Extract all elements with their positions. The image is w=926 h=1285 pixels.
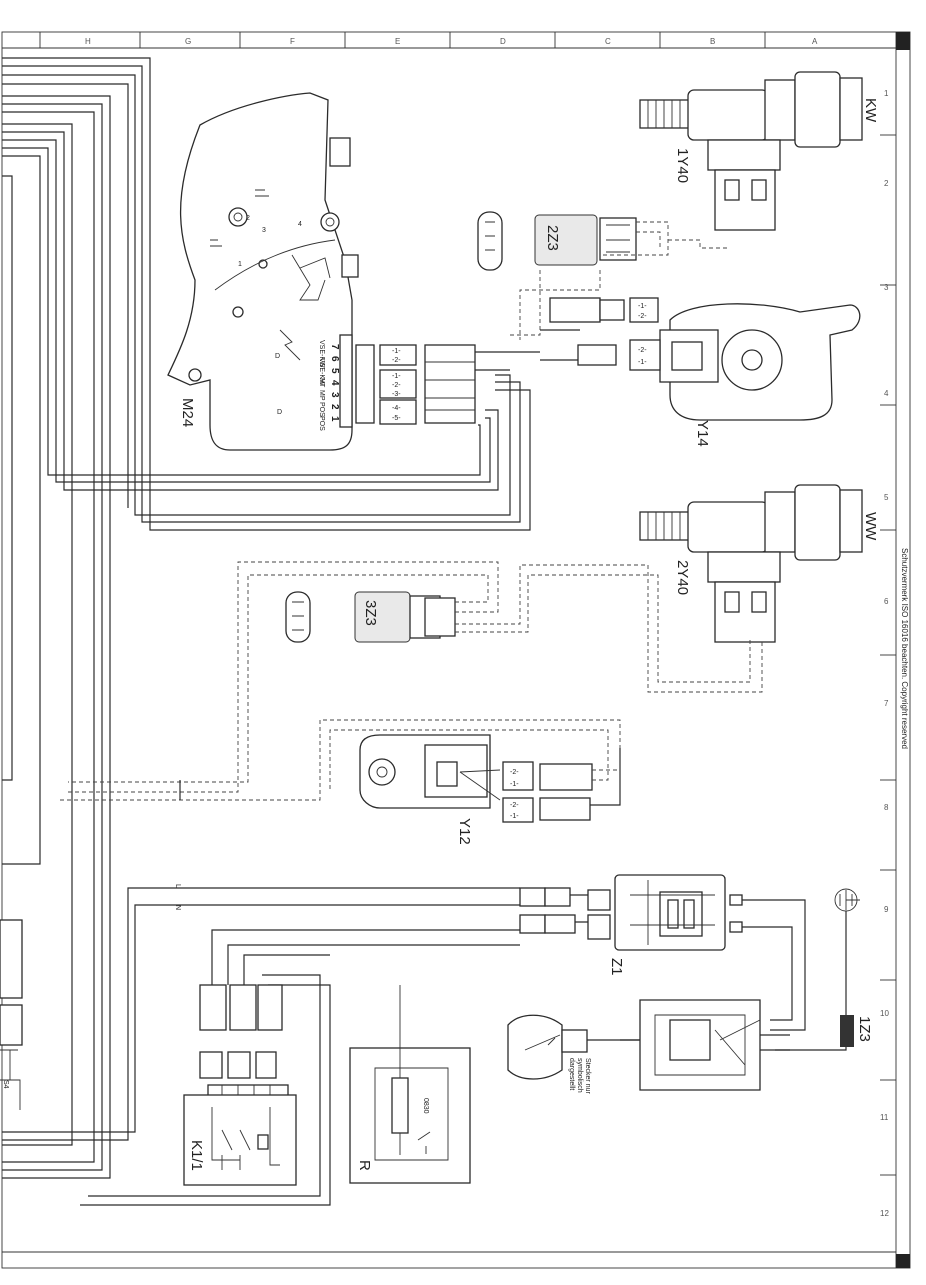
grid-number: 12 [880,1209,889,1218]
y14-label: Y14 [694,420,711,447]
connector-label: -1- [510,813,519,820]
connector-label: -1- [638,303,647,310]
grid-letter: H [85,37,91,46]
pin-label: POS [318,416,325,431]
ww-label: WW [862,512,879,541]
svg-text:D: D [275,353,280,360]
z1-label: Z1 [608,958,625,976]
y12-solenoid: -2- -1- -2- -1- Y12 [60,719,621,845]
grid-number: 5 [884,493,889,502]
z1-mains-filter: Z1 [519,874,806,1031]
pin-label: VSE-KW [318,358,325,386]
pin-label: POS [318,402,325,417]
grid-number: 4 [884,389,889,398]
pin-number: 6 [329,356,340,362]
pin-label: VSE-KW [318,340,325,368]
pin-number: 1 [329,416,340,422]
connector-label: -2- [510,802,519,809]
svg-text:2: 2 [246,215,250,222]
grid-letter: D [500,37,506,46]
plug-note: dargestellt [568,1058,575,1090]
connector-label: -2- [638,347,647,354]
grid-letter: F [290,37,295,46]
pin-number: 5 [329,368,340,374]
svg-text:4: 4 [298,221,302,228]
svg-text:1: 1 [238,261,242,268]
grid-letter: G [185,37,191,46]
pin-number: 3 [329,392,340,398]
2y40-label: 2Y40 [674,560,691,595]
grid-number: 9 [884,905,889,914]
connector-label: -2- [638,313,647,320]
pin-label: MP [318,390,325,401]
grid-number: 3 [884,283,889,292]
connector-label: -1- [392,373,401,380]
plug-note: Stecker nur [584,1058,591,1094]
m24-pin-labels: POS POS MP HT VSE-KW VSE-KW 1 2 3 4 5 6 … [318,340,340,431]
s4-switch: S4 [0,919,23,1110]
wire-label-l: L [174,884,181,888]
connector-label: -5- [392,415,401,422]
2z3-suppressor: 2Z3 [477,211,730,340]
grid-number: 10 [880,1009,889,1018]
plug-note: symbolisch [576,1058,583,1093]
wire-l-n-labels: L N [174,884,181,910]
mains-plug: Stecker nur symbolisch dargestellt [507,1014,640,1094]
connector-label: -1- [510,781,519,788]
grid-number: 7 [884,699,889,708]
connector-label: -3- [392,391,401,398]
connector-label: -2- [392,357,401,364]
pin-number: 2 [329,404,340,410]
y12-label: Y12 [456,818,473,845]
kw-cold-water-valve: KW 1Y40 [639,71,879,231]
m24-motor-actuator: 3 2 1 4 D D M24 [167,92,359,451]
3z3-label: 3Z3 [362,600,379,626]
connector-label: -4- [392,405,401,412]
m24-label: M24 [179,398,196,427]
ww-warm-water-valve: WW 2Y40 [639,484,879,643]
r-heater: 0830 R [349,985,471,1184]
svg-text:3: 3 [262,227,266,234]
k11-label: K1/1 [188,1140,205,1171]
svg-text:D: D [277,409,282,416]
connector-label: -2- [510,769,519,776]
earth-and-1z3: 1Z3 [775,888,873,1051]
k1-1-relay: K1/1 [183,929,520,1186]
connector-label: -2- [392,382,401,389]
connector-label: -1- [392,348,401,355]
grid-number: 1 [884,89,889,98]
kw-label: KW [862,98,879,123]
grid-number: 6 [884,597,889,606]
s4-label: S4 [2,1080,9,1089]
grid-number: 11 [880,1113,889,1122]
r-label: R [356,1160,373,1171]
2z3-label: 2Z3 [544,225,561,251]
grid-letter: C [605,37,611,46]
terminal-block [620,999,790,1091]
m24-connector-block: -1- -2- -1- -2- -3- -4- -5- [355,344,540,425]
grid-number: 8 [884,803,889,812]
pin-number: 7 [329,344,340,350]
drawing-frame [1,31,911,1269]
grid-numbers: 1 2 3 4 5 6 7 8 9 10 11 12 [880,89,889,1218]
grid-number: 2 [884,179,889,188]
wire-bundle-left [2,57,531,1206]
grid-letter: A [812,37,818,46]
resistor-value: 0830 [422,1098,429,1114]
1z3-label: 1Z3 [856,1016,873,1042]
copyright-note: Schutzvermerk ISO 16016 beachten. Copyri… [900,548,909,749]
grid-letter: E [395,37,400,46]
grid-letters: H G F E D C B A [85,37,818,46]
grid-letter: B [710,37,715,46]
pin-label: HT [318,378,325,388]
y14-flow-meter: -2- -1- -1- -2- Y14 [540,297,861,447]
pin-number: 4 [329,380,340,386]
connector-label: -1- [638,359,647,366]
wire-label-n: N [174,905,181,910]
1y40-label: 1Y40 [674,148,691,183]
3z3-suppressor: 3Z3 [68,561,763,793]
